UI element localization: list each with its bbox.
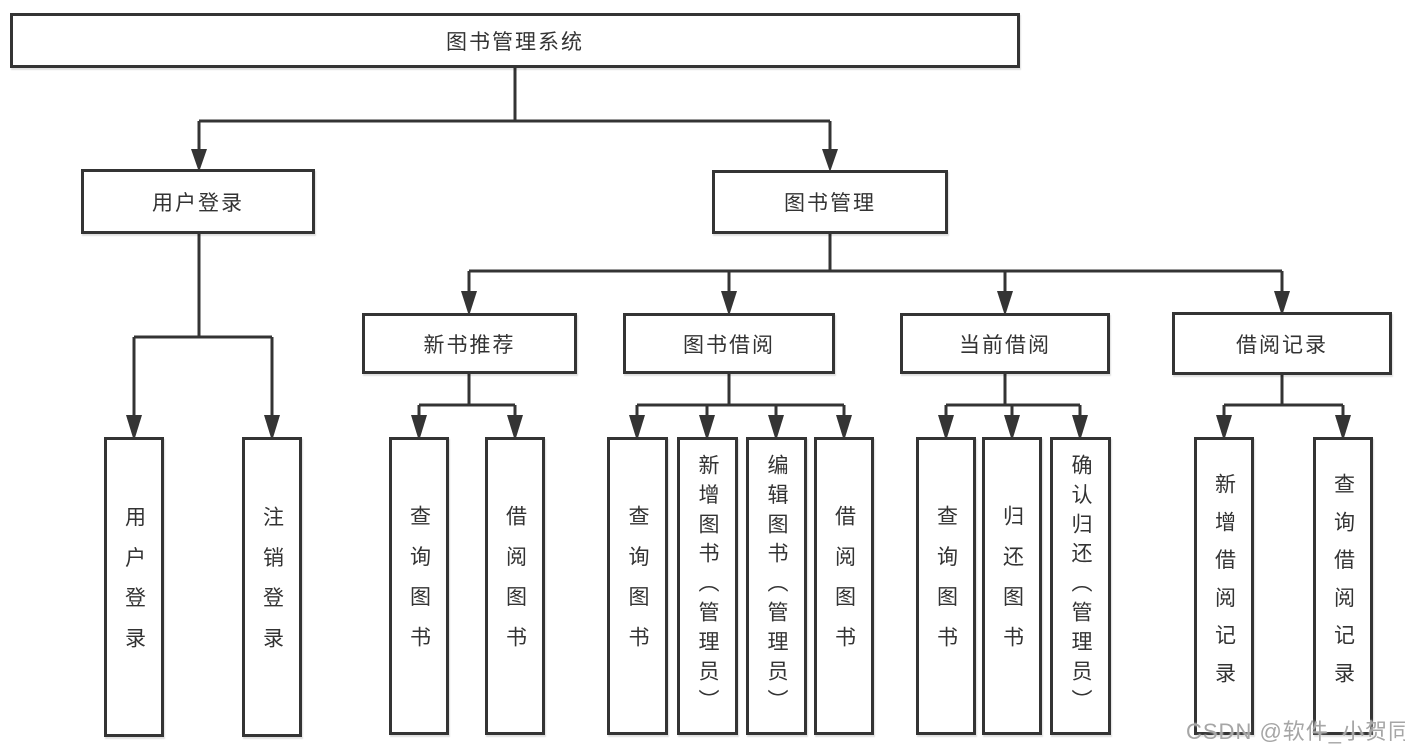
node-root-system: 图书管理系统 [10,13,1020,68]
arrow-down-icon [1216,415,1232,441]
leaf-query-books-borrow: 查询图书 [607,437,668,735]
arrow-down-icon [768,415,784,441]
leaf-add-borrow-record: 新增借阅记录 [1194,437,1254,735]
connector-newbook-to-leaves [417,374,517,418]
node-label: 用户登录 [152,191,244,215]
arrow-down-icon [1004,415,1020,441]
arrow-down-icon [126,415,142,441]
node-label: 新书推荐 [423,333,516,357]
node-label: 查询图书 [934,505,958,667]
leaf-user-login: 用户登录 [104,437,164,737]
node-label: 确认归还（管理员） [1069,453,1092,719]
leaf-return-book: 归还图书 [982,437,1042,735]
leaf-query-borrow-record: 查询借阅记录 [1313,437,1373,735]
leaf-query-books-current: 查询图书 [916,437,976,735]
arrow-down-icon [1274,291,1290,316]
node-label: 借阅图书 [503,505,527,667]
node-new-book-recommend: 新书推荐 [362,313,577,374]
node-label: 借阅记录 [1236,333,1328,357]
node-label: 编辑图书（管理员） [765,453,788,719]
node-label: 查询借阅记录 [1331,472,1355,700]
leaf-query-books-recommend: 查询图书 [389,437,449,735]
connector-userlogin-to-leaves [132,234,274,418]
leaf-confirm-return-admin: 确认归还（管理员） [1050,437,1111,735]
node-label: 新增借阅记录 [1212,472,1236,700]
node-label: 归还图书 [1000,505,1024,667]
arrow-down-icon [699,415,715,441]
arrow-down-icon [1335,415,1351,441]
connector-currentborrow-to-leaves [944,374,1082,418]
leaf-add-book-admin: 新增图书（管理员） [677,437,738,735]
leaf-logout: 注销登录 [242,437,302,737]
node-current-borrow: 当前借阅 [900,313,1110,374]
node-book-borrow: 图书借阅 [623,313,835,374]
node-label: 借阅图书 [832,505,856,667]
connector-borrowrecords-to-leaves [1222,375,1345,418]
leaf-edit-book-admin: 编辑图书（管理员） [746,437,807,735]
node-user-login: 用户登录 [81,169,315,234]
leaf-borrow-books: 借阅图书 [814,437,874,735]
node-label: 用户登录 [122,506,146,668]
leaf-borrow-books-recommend: 借阅图书 [485,437,545,735]
arrow-down-icon [822,149,838,172]
node-book-management: 图书管理 [712,170,948,234]
node-label: 注销登录 [260,506,284,668]
arrow-down-icon [461,291,477,316]
node-borrow-records: 借阅记录 [1172,312,1392,375]
arrow-down-icon [264,415,280,441]
arrow-down-icon [836,415,852,441]
arrow-down-icon [997,291,1013,316]
node-label: 图书管理系统 [446,30,584,54]
node-label: 新增图书（管理员） [696,453,719,719]
arrow-down-icon [629,415,645,441]
arrow-down-icon [507,415,523,441]
node-label: 查询图书 [407,505,431,667]
connector-bookmgmt-to-level3 [467,234,1284,294]
arrow-down-icon [1072,415,1088,441]
arrow-down-icon [191,149,207,172]
arrow-down-icon [938,415,954,441]
connector-bookborrow-to-leaves [635,374,846,418]
node-label: 图书借阅 [683,333,775,357]
arrow-down-icon [411,415,427,441]
csdn-watermark: CSDN @软件_小贺同学 [1186,719,1405,744]
node-label: 查询图书 [626,505,649,667]
node-label: 当前借阅 [959,333,1051,357]
node-label: 图书管理 [784,192,876,215]
arrow-down-icon [721,291,737,316]
connector-root-to-level2 [197,68,832,152]
